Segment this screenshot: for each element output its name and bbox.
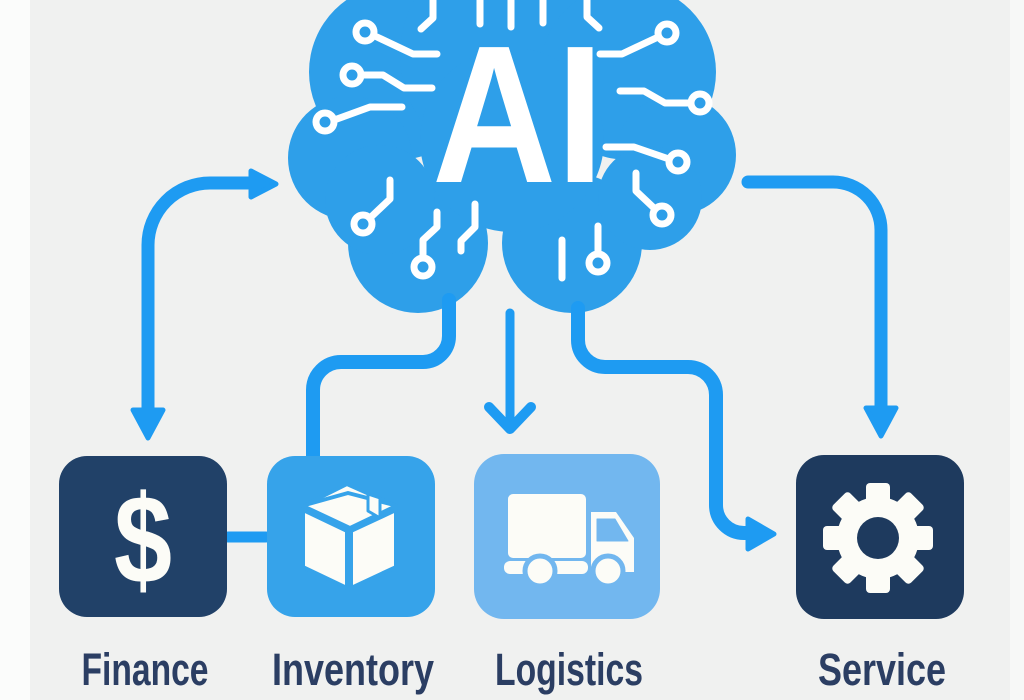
connector-brain-finance bbox=[130, 168, 279, 441]
package-icon bbox=[301, 482, 398, 590]
module-label-inventory: Inventory bbox=[272, 644, 434, 695]
connector-brain-service-top bbox=[741, 175, 899, 439]
module-label-logistics: Logistics bbox=[495, 644, 643, 695]
module-logistics: Logistics bbox=[474, 454, 660, 695]
arrowhead-down-to-service bbox=[863, 405, 899, 439]
circuit-nodes bbox=[312, 19, 713, 280]
module-service: Service bbox=[796, 455, 964, 695]
arrowhead-down-to-finance bbox=[130, 407, 166, 441]
arrowhead-right-to-brain bbox=[248, 168, 279, 200]
arrowhead-down-to-logistics bbox=[484, 402, 536, 434]
module-label-finance: Finance bbox=[82, 644, 209, 695]
arrowhead-right-to-service bbox=[745, 516, 777, 552]
finance-box bbox=[59, 456, 227, 617]
ai-label: AI bbox=[432, 5, 604, 224]
module-finance: $ Finance bbox=[59, 456, 227, 695]
right-edge-strip bbox=[1010, 0, 1024, 700]
connector-brain-service-curved bbox=[571, 301, 777, 552]
brain-shape bbox=[288, 0, 736, 313]
module-label-service: Service bbox=[818, 644, 946, 695]
connector-brain-logistics bbox=[484, 308, 536, 434]
dollar-icon: $ bbox=[114, 469, 172, 610]
gear-center-hole bbox=[857, 517, 899, 559]
circuit-traces bbox=[333, 0, 692, 282]
connector-brain-inventory bbox=[306, 293, 456, 465]
module-inventory: Inventory bbox=[267, 456, 435, 695]
gear-icon bbox=[823, 483, 933, 593]
circuit-brain-icon: AI bbox=[288, 0, 736, 313]
left-edge-strip bbox=[0, 0, 30, 700]
truck-icon bbox=[504, 494, 634, 589]
